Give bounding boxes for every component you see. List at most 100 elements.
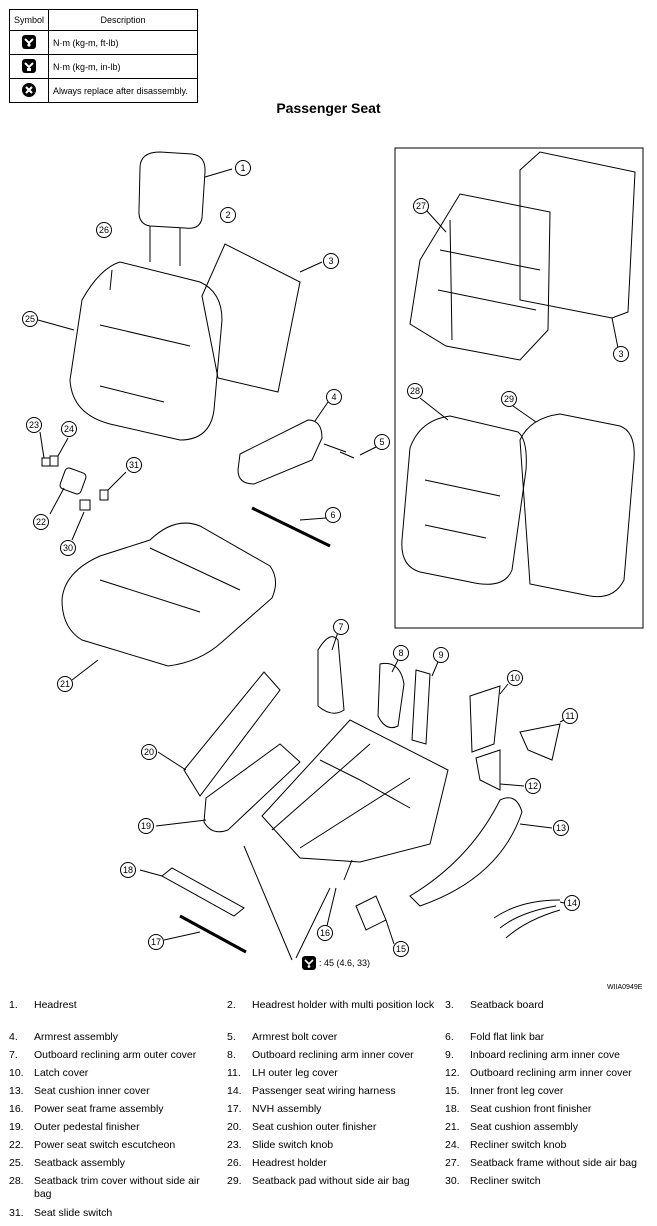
part-number: 7. bbox=[9, 1049, 18, 1061]
callout-label: 30 bbox=[63, 543, 73, 553]
part-name: Recliner switch bbox=[470, 1175, 541, 1187]
callout-label: 29 bbox=[504, 394, 514, 404]
callout-label: 23 bbox=[29, 420, 39, 430]
part-number: 22. bbox=[9, 1139, 24, 1151]
part-number: 17. bbox=[227, 1103, 242, 1115]
legend-row: N·m (kg-m, in-lb) bbox=[9, 54, 198, 79]
part-number: 3. bbox=[445, 999, 454, 1011]
callout-label: 21 bbox=[60, 679, 70, 689]
part-number: 21. bbox=[445, 1121, 460, 1133]
callout-label: 14 bbox=[567, 898, 577, 908]
part-name: Latch cover bbox=[34, 1067, 89, 1079]
callout-label: 20 bbox=[144, 747, 154, 757]
part-name: Seatback board bbox=[470, 999, 544, 1011]
part-number: 25. bbox=[9, 1157, 24, 1169]
part-number: 20. bbox=[227, 1121, 242, 1133]
part-name: Seatback assembly bbox=[34, 1157, 126, 1169]
seatback-pad-shape bbox=[519, 413, 635, 598]
torque-in-lb-icon bbox=[22, 58, 36, 73]
part-number: 16. bbox=[9, 1103, 24, 1115]
part-name: Outboard reclining arm inner cover bbox=[470, 1067, 632, 1079]
callout-label: 24 bbox=[64, 424, 74, 434]
part-name: Seatback frame without side air bag bbox=[470, 1157, 637, 1169]
part-name: NVH assembly bbox=[252, 1103, 322, 1115]
symbol-legend-table: Symbol Description N·m (kg-m, ft-lb) N·m… bbox=[9, 9, 198, 103]
part-name: Power seat frame assembly bbox=[34, 1103, 164, 1115]
power-seat-frame-shape bbox=[261, 719, 449, 863]
legend-row-text: Always replace after disassembly. bbox=[48, 78, 198, 103]
callout-label: 4 bbox=[331, 392, 336, 402]
callout-label: 22 bbox=[36, 517, 46, 527]
callout-label: 2 bbox=[225, 210, 230, 220]
part-name: Seatback pad without side air bag bbox=[252, 1175, 410, 1187]
legend-row-text: N·m (kg-m, in-lb) bbox=[48, 54, 198, 79]
part-number: 18. bbox=[445, 1103, 460, 1115]
part-number: 30. bbox=[445, 1175, 460, 1187]
callout-label: 12 bbox=[528, 781, 538, 791]
part-name: Armrest bolt cover bbox=[252, 1031, 338, 1043]
part-name: Seat cushion inner cover bbox=[34, 1085, 150, 1097]
callout-label: 26 bbox=[99, 225, 109, 235]
callout-label: 10 bbox=[510, 673, 520, 683]
part-number: 12. bbox=[445, 1067, 460, 1079]
part-name: Seatback trim cover without side air bag bbox=[34, 1175, 200, 1200]
replace-after-disassembly-icon bbox=[22, 82, 36, 97]
callout-label: 7 bbox=[338, 622, 343, 632]
part-name: Headrest bbox=[34, 999, 77, 1011]
part-number: 8. bbox=[227, 1049, 236, 1061]
part-number: 6. bbox=[445, 1031, 454, 1043]
callout-label: 3 bbox=[328, 256, 333, 266]
part-name: LH outer leg cover bbox=[252, 1067, 338, 1079]
callout-label: 1 bbox=[240, 163, 245, 173]
callout-label: 28 bbox=[410, 386, 420, 396]
part-number: 11. bbox=[227, 1067, 241, 1079]
callout-label: 3 bbox=[618, 349, 623, 359]
part-number: 2. bbox=[227, 999, 236, 1011]
callout-label: 27 bbox=[416, 201, 426, 211]
part-number: 4. bbox=[9, 1031, 18, 1043]
part-number: 26. bbox=[227, 1157, 242, 1169]
part-number: 28. bbox=[9, 1175, 24, 1187]
part-name: Inboard reclining arm inner cove bbox=[470, 1049, 620, 1061]
part-name: Seat cushion assembly bbox=[470, 1121, 578, 1133]
part-number: 10. bbox=[9, 1067, 24, 1079]
part-number: 24. bbox=[445, 1139, 460, 1151]
part-number: 31. bbox=[9, 1207, 24, 1219]
part-name: Seat cushion outer finisher bbox=[252, 1121, 377, 1133]
part-name: Inner front leg cover bbox=[470, 1085, 564, 1097]
part-number: 13. bbox=[9, 1085, 24, 1097]
seat-cushion-shape bbox=[61, 522, 276, 667]
part-name: Seat slide switch bbox=[34, 1207, 113, 1219]
callout-label: 5 bbox=[379, 437, 384, 447]
part-name: Recliner switch knob bbox=[470, 1139, 567, 1151]
callout-label: 17 bbox=[151, 937, 161, 947]
part-name: Outboard reclining arm inner cover bbox=[252, 1049, 414, 1061]
torque-value-label: : 45 (4.6, 33) bbox=[319, 958, 370, 968]
callout-label: 6 bbox=[330, 510, 335, 520]
diagram-title: Passenger Seat bbox=[276, 100, 381, 116]
part-name: Fold flat link bar bbox=[470, 1031, 545, 1043]
part-number: 9. bbox=[445, 1049, 454, 1061]
callout-label: 11 bbox=[565, 711, 574, 721]
part-name: Outer pedestal finisher bbox=[34, 1121, 140, 1133]
seatback-assembly-shape bbox=[69, 261, 223, 441]
part-number: 5. bbox=[227, 1031, 236, 1043]
part-name: Power seat switch escutcheon bbox=[34, 1139, 176, 1151]
legend-row: Always replace after disassembly. bbox=[9, 78, 198, 103]
callout-label: 18 bbox=[123, 865, 133, 875]
part-number: 27. bbox=[445, 1157, 460, 1169]
exploded-seat-diagram: 1 2 3 4 5 6 7 8 9 10 11 12 13 14 15 16 1… bbox=[22, 147, 644, 970]
callout-label: 13 bbox=[556, 823, 566, 833]
part-number: 15. bbox=[445, 1085, 460, 1097]
part-name: Slide switch knob bbox=[252, 1139, 334, 1151]
seat-cushion-inner-cover-shape bbox=[409, 797, 523, 907]
part-name: Headrest holder with multi position lock bbox=[252, 999, 435, 1011]
seatback-board-shape bbox=[201, 243, 301, 393]
callout-label: 15 bbox=[396, 944, 406, 954]
part-name: Seat cushion front finisher bbox=[470, 1103, 592, 1115]
seatback-inset-frame bbox=[394, 147, 644, 629]
legend-header-row: Symbol Description bbox=[9, 9, 198, 31]
part-name: Outboard reclining arm outer cover bbox=[34, 1049, 197, 1061]
part-number: 1. bbox=[9, 999, 18, 1011]
torque-callout: : 45 (4.6, 33) bbox=[302, 956, 370, 970]
